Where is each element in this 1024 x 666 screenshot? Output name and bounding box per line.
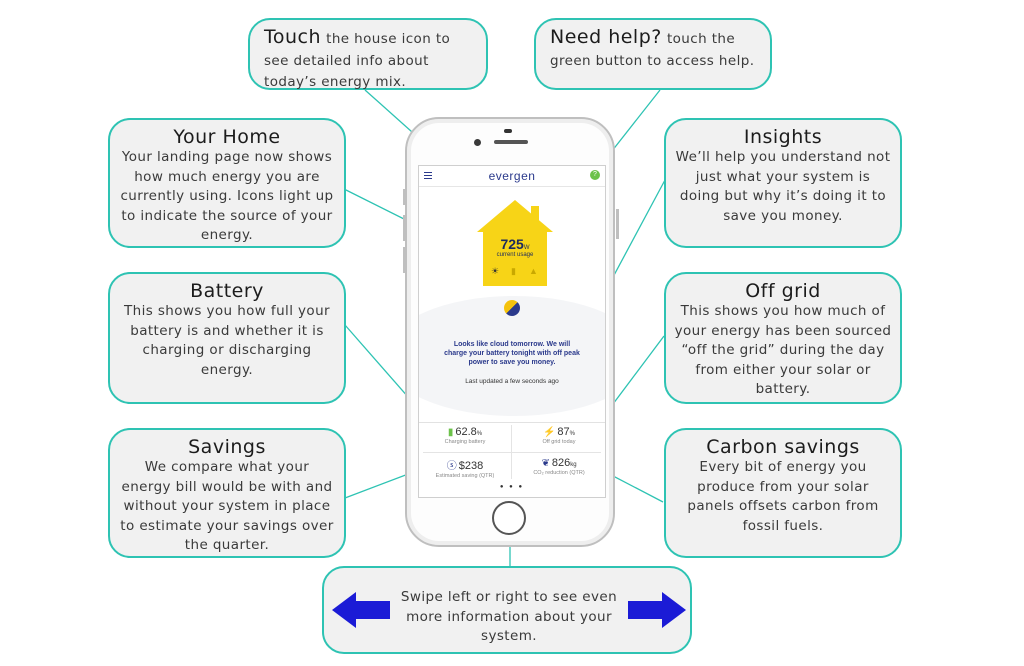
callout-carbon-savings: Carbon savings Every bit of energy you p… <box>664 428 902 558</box>
dollar-icon: ⓢ <box>446 461 457 472</box>
callout-off-grid: Off grid This shows you how much of your… <box>664 272 902 404</box>
app-header: evergen ? <box>419 166 605 187</box>
phone-volume-down <box>403 247 406 273</box>
phone-side-button <box>403 189 406 205</box>
callout-off-grid-title: Off grid <box>745 280 821 302</box>
savings-tile[interactable]: ⓢ$238 Estimated saving (QTR) <box>419 454 511 482</box>
savings-value: $238 <box>458 460 484 472</box>
battery-unit: % <box>476 431 483 437</box>
callout-swipe-body: Swipe left or right to see even more inf… <box>400 589 618 644</box>
tile-divider-horizontal <box>423 452 601 453</box>
callout-swipe: Swipe left or right to see even more inf… <box>322 566 692 654</box>
callout-insights-body: We’ll help you understand not just what … <box>675 149 891 224</box>
callout-touch: Touch the house icon to see detailed inf… <box>248 18 488 90</box>
weather-icon <box>504 300 520 316</box>
help-button[interactable]: ? <box>590 170 600 180</box>
callout-help: Need help? touch the green button to acc… <box>534 18 772 90</box>
callout-your-home-body: Your landing page now shows how much ene… <box>120 149 334 243</box>
callout-your-home: Your Home Your landing page now shows ho… <box>108 118 346 248</box>
house-shape <box>477 200 553 286</box>
callout-carbon-body: Every bit of energy you produce from you… <box>687 459 879 534</box>
phone-home-button[interactable] <box>492 501 526 535</box>
callout-touch-body: the house icon to see detailed info abou… <box>264 31 451 90</box>
app-logo: evergen <box>488 169 536 183</box>
insight-message: Looks like cloud tomorrow. We will charg… <box>444 341 580 366</box>
battery-tile[interactable]: ▮62.8% Charging battery <box>419 423 511 451</box>
callout-off-grid-body: This shows you how much of your energy h… <box>674 303 892 397</box>
callout-savings: Savings We compare what your energy bill… <box>108 428 346 558</box>
callout-savings-body: We compare what your energy bill would b… <box>120 459 334 553</box>
grid-icon: ▲ <box>529 266 538 276</box>
callout-your-home-title: Your Home <box>173 126 281 148</box>
callout-carbon-title: Carbon savings <box>706 436 860 458</box>
battery-caption: Charging battery <box>444 439 486 445</box>
carbon-value: 826 <box>551 457 571 469</box>
carbon-unit: kg <box>570 462 577 468</box>
phone-mockup: evergen ? 725W current usage ☀ ▮ ▲ Looks… <box>403 117 619 547</box>
phone-volume-up <box>403 215 406 241</box>
usage-unit: W <box>523 245 530 251</box>
app-screen: evergen ? 725W current usage ☀ ▮ ▲ Looks… <box>418 165 606 498</box>
off-grid-caption: Off grid today <box>542 439 576 445</box>
battery-icon: ▮ <box>511 266 516 276</box>
off-grid-tile[interactable]: ⚡87% Off grid today <box>513 423 605 451</box>
callout-insights-title: Insights <box>743 126 823 148</box>
left-arrow-icon <box>332 592 390 628</box>
battery-value: 62.8 <box>455 426 477 438</box>
callout-help-body: touch the green button to access help. <box>550 31 755 69</box>
sun-icon: ☀ <box>491 266 500 276</box>
lightning-icon: ⚡ <box>542 427 556 438</box>
usage-label: current usage <box>496 252 534 258</box>
off-grid-unit: % <box>569 431 576 437</box>
carbon-tile[interactable]: ❦826kg CO₂ reduction (QTR) <box>513 454 605 482</box>
right-arrow-icon <box>628 592 686 628</box>
battery-level-icon: ▮ <box>447 427 454 438</box>
menu-icon[interactable] <box>424 172 432 179</box>
phone-speaker <box>504 129 512 133</box>
callout-battery-body: This shows you how full your battery is … <box>124 303 330 378</box>
phone-power-button <box>616 209 619 239</box>
savings-caption: Estimated saving (QTR) <box>435 473 495 479</box>
callout-insights: Insights We’ll help you understand not j… <box>664 118 902 248</box>
background-hill <box>419 296 605 416</box>
page-indicator[interactable]: ● ● ● <box>499 484 525 490</box>
stat-tiles: ▮62.8% Charging battery ⚡87% Off grid to… <box>419 422 605 483</box>
current-usage: 725W current usage <box>477 236 553 258</box>
usage-value: 725 <box>500 236 524 252</box>
leaf-icon: ❦ <box>541 458 550 469</box>
callout-touch-title: Touch <box>264 26 322 48</box>
callout-battery-title: Battery <box>190 280 264 302</box>
callout-help-title: Need help? <box>550 26 662 48</box>
house-icon[interactable]: 725W current usage ☀ ▮ ▲ <box>477 200 553 286</box>
carbon-caption: CO₂ reduction (QTR) <box>533 470 585 476</box>
callout-battery: Battery This shows you how full your bat… <box>108 272 346 404</box>
phone-camera <box>474 139 481 146</box>
callout-savings-title: Savings <box>188 436 266 458</box>
off-grid-value: 87 <box>557 426 570 438</box>
phone-earpiece <box>494 140 528 144</box>
last-updated: Last updated a few seconds ago <box>465 378 559 385</box>
